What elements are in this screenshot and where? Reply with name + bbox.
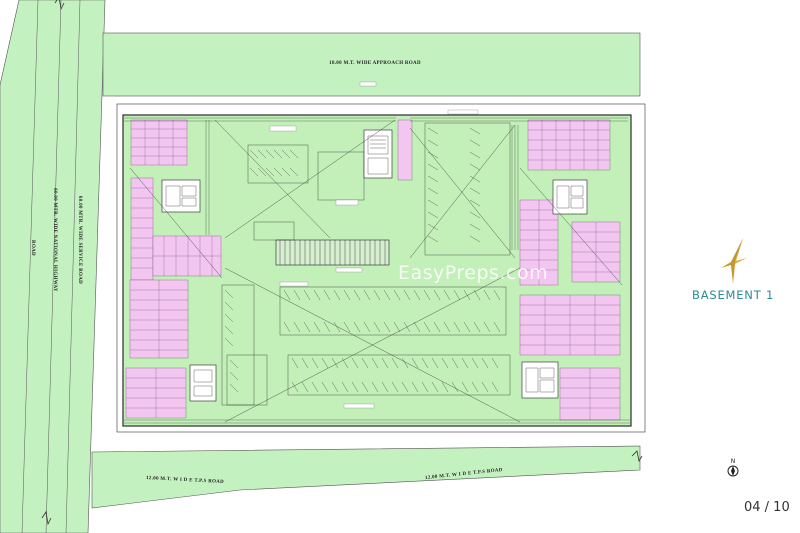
break-mark bbox=[631, 450, 643, 463]
highway-lane-line bbox=[21, 0, 39, 533]
central-parking-bays bbox=[221, 122, 511, 406]
core-bottom-left bbox=[189, 364, 217, 402]
bay-left-small bbox=[226, 354, 268, 406]
ramp-deck bbox=[275, 239, 390, 266]
hatched-areas bbox=[124, 117, 630, 424]
core-top-right bbox=[552, 179, 588, 215]
highway-label-inner: 60.00 MTR. WIDE SERVICE ROAD bbox=[77, 196, 82, 284]
bottom-road-label-left: 12.00 M.T. W I D E T.P.S ROAD bbox=[146, 476, 224, 485]
brand-star-icon bbox=[721, 238, 747, 284]
page-number: 04 / 10 bbox=[744, 500, 790, 515]
ramp bbox=[253, 221, 390, 266]
bay-upper-left bbox=[247, 144, 309, 184]
sheet-title: BASEMENT 1 bbox=[692, 288, 775, 302]
watermark: EasyPreps.com bbox=[398, 262, 549, 284]
site-boundary bbox=[116, 103, 646, 433]
stall-zone-right-top bbox=[527, 119, 611, 171]
north-arrow-icon: N bbox=[727, 458, 739, 477]
bay-middle-long bbox=[279, 286, 507, 336]
stall-grid bbox=[126, 120, 620, 420]
highway-lane-line bbox=[45, 0, 62, 533]
annotations bbox=[269, 81, 479, 409]
stall-zone-upper-center bbox=[397, 119, 413, 181]
break-mark bbox=[54, 0, 65, 11]
crossing-lines bbox=[129, 119, 623, 423]
svg-text:N: N bbox=[731, 458, 736, 465]
highway-lane-line bbox=[65, 0, 81, 533]
core-details bbox=[165, 135, 584, 397]
angled-stall-lines bbox=[224, 127, 501, 393]
highway-label-outer: ROAD bbox=[30, 240, 35, 256]
top-road-label: 18.00 M.T. WIDE APPROACH ROAD bbox=[329, 61, 421, 66]
ramp-landing bbox=[253, 221, 295, 241]
highway-label-mid: 60.00 MTR. WIDE NATIONAL HIGHWAY bbox=[52, 188, 57, 292]
bay-upper-right bbox=[424, 122, 511, 256]
bay-lower-long bbox=[287, 354, 511, 396]
bottom-tps-road bbox=[91, 445, 641, 509]
break-mark bbox=[41, 510, 52, 526]
stall-zone-left-upper bbox=[130, 177, 154, 281]
